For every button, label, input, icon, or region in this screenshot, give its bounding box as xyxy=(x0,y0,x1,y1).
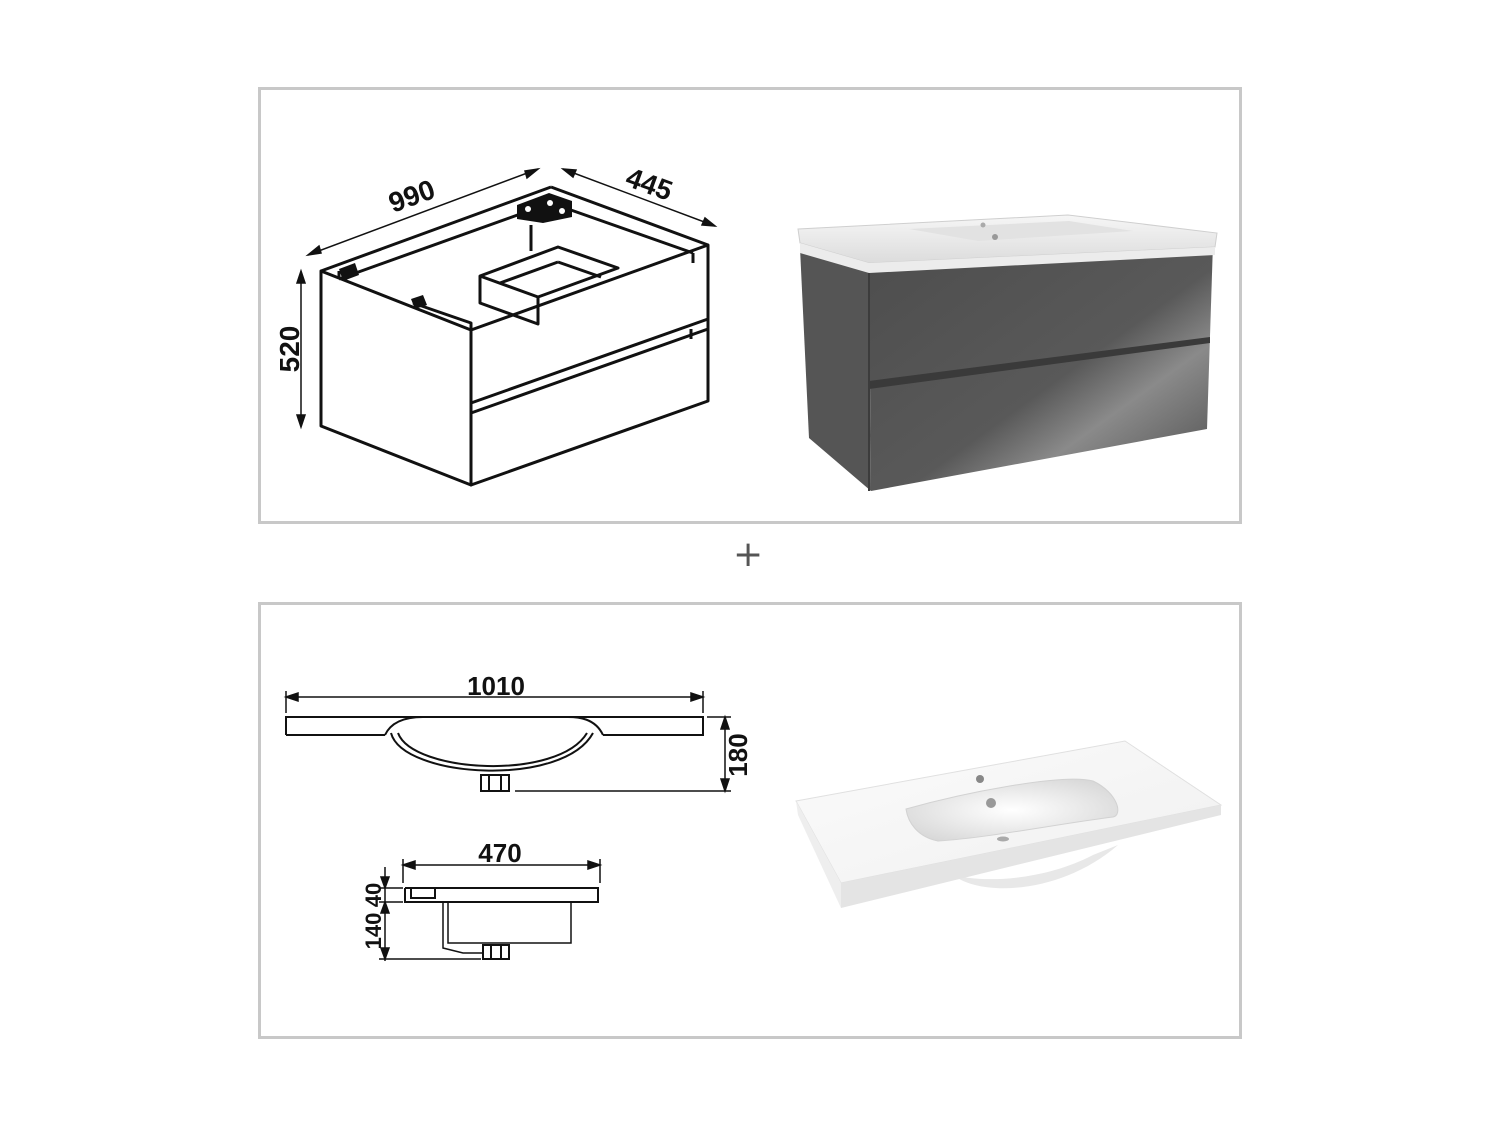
basin-width-label: 1010 xyxy=(467,671,525,701)
plus-connector: + xyxy=(733,534,764,575)
basin-front-dimension-lines xyxy=(283,691,731,794)
cabinet-panel: 990 445 520 xyxy=(258,87,1242,524)
basin-rim-thickness-label: 40 xyxy=(361,883,386,907)
cabinet-product-render xyxy=(797,214,1218,491)
basin-drawing: 1010 180 470 40 140 xyxy=(283,671,1223,962)
basin-side-dimension-lines xyxy=(379,859,603,962)
cabinet-depth-label: 445 xyxy=(622,162,677,207)
basin-height-label: 180 xyxy=(723,733,753,776)
basin-bowl-depth-label: 140 xyxy=(361,913,386,950)
basin-panel: 1010 180 470 40 140 xyxy=(258,602,1242,1039)
cabinet-width-label: 990 xyxy=(384,174,439,219)
basin-depth-label: 470 xyxy=(478,838,521,868)
basin-side-section xyxy=(404,887,599,960)
cabinet-drawing: 990 445 520 xyxy=(274,162,1218,491)
cabinet-outline-drawing xyxy=(319,185,710,487)
cabinet-dimension-lines xyxy=(295,167,718,430)
basin-product-render xyxy=(795,740,1223,908)
basin-front-elevation xyxy=(285,716,704,792)
mounting-bracket-icon xyxy=(339,193,572,309)
cabinet-height-label: 520 xyxy=(274,326,305,373)
